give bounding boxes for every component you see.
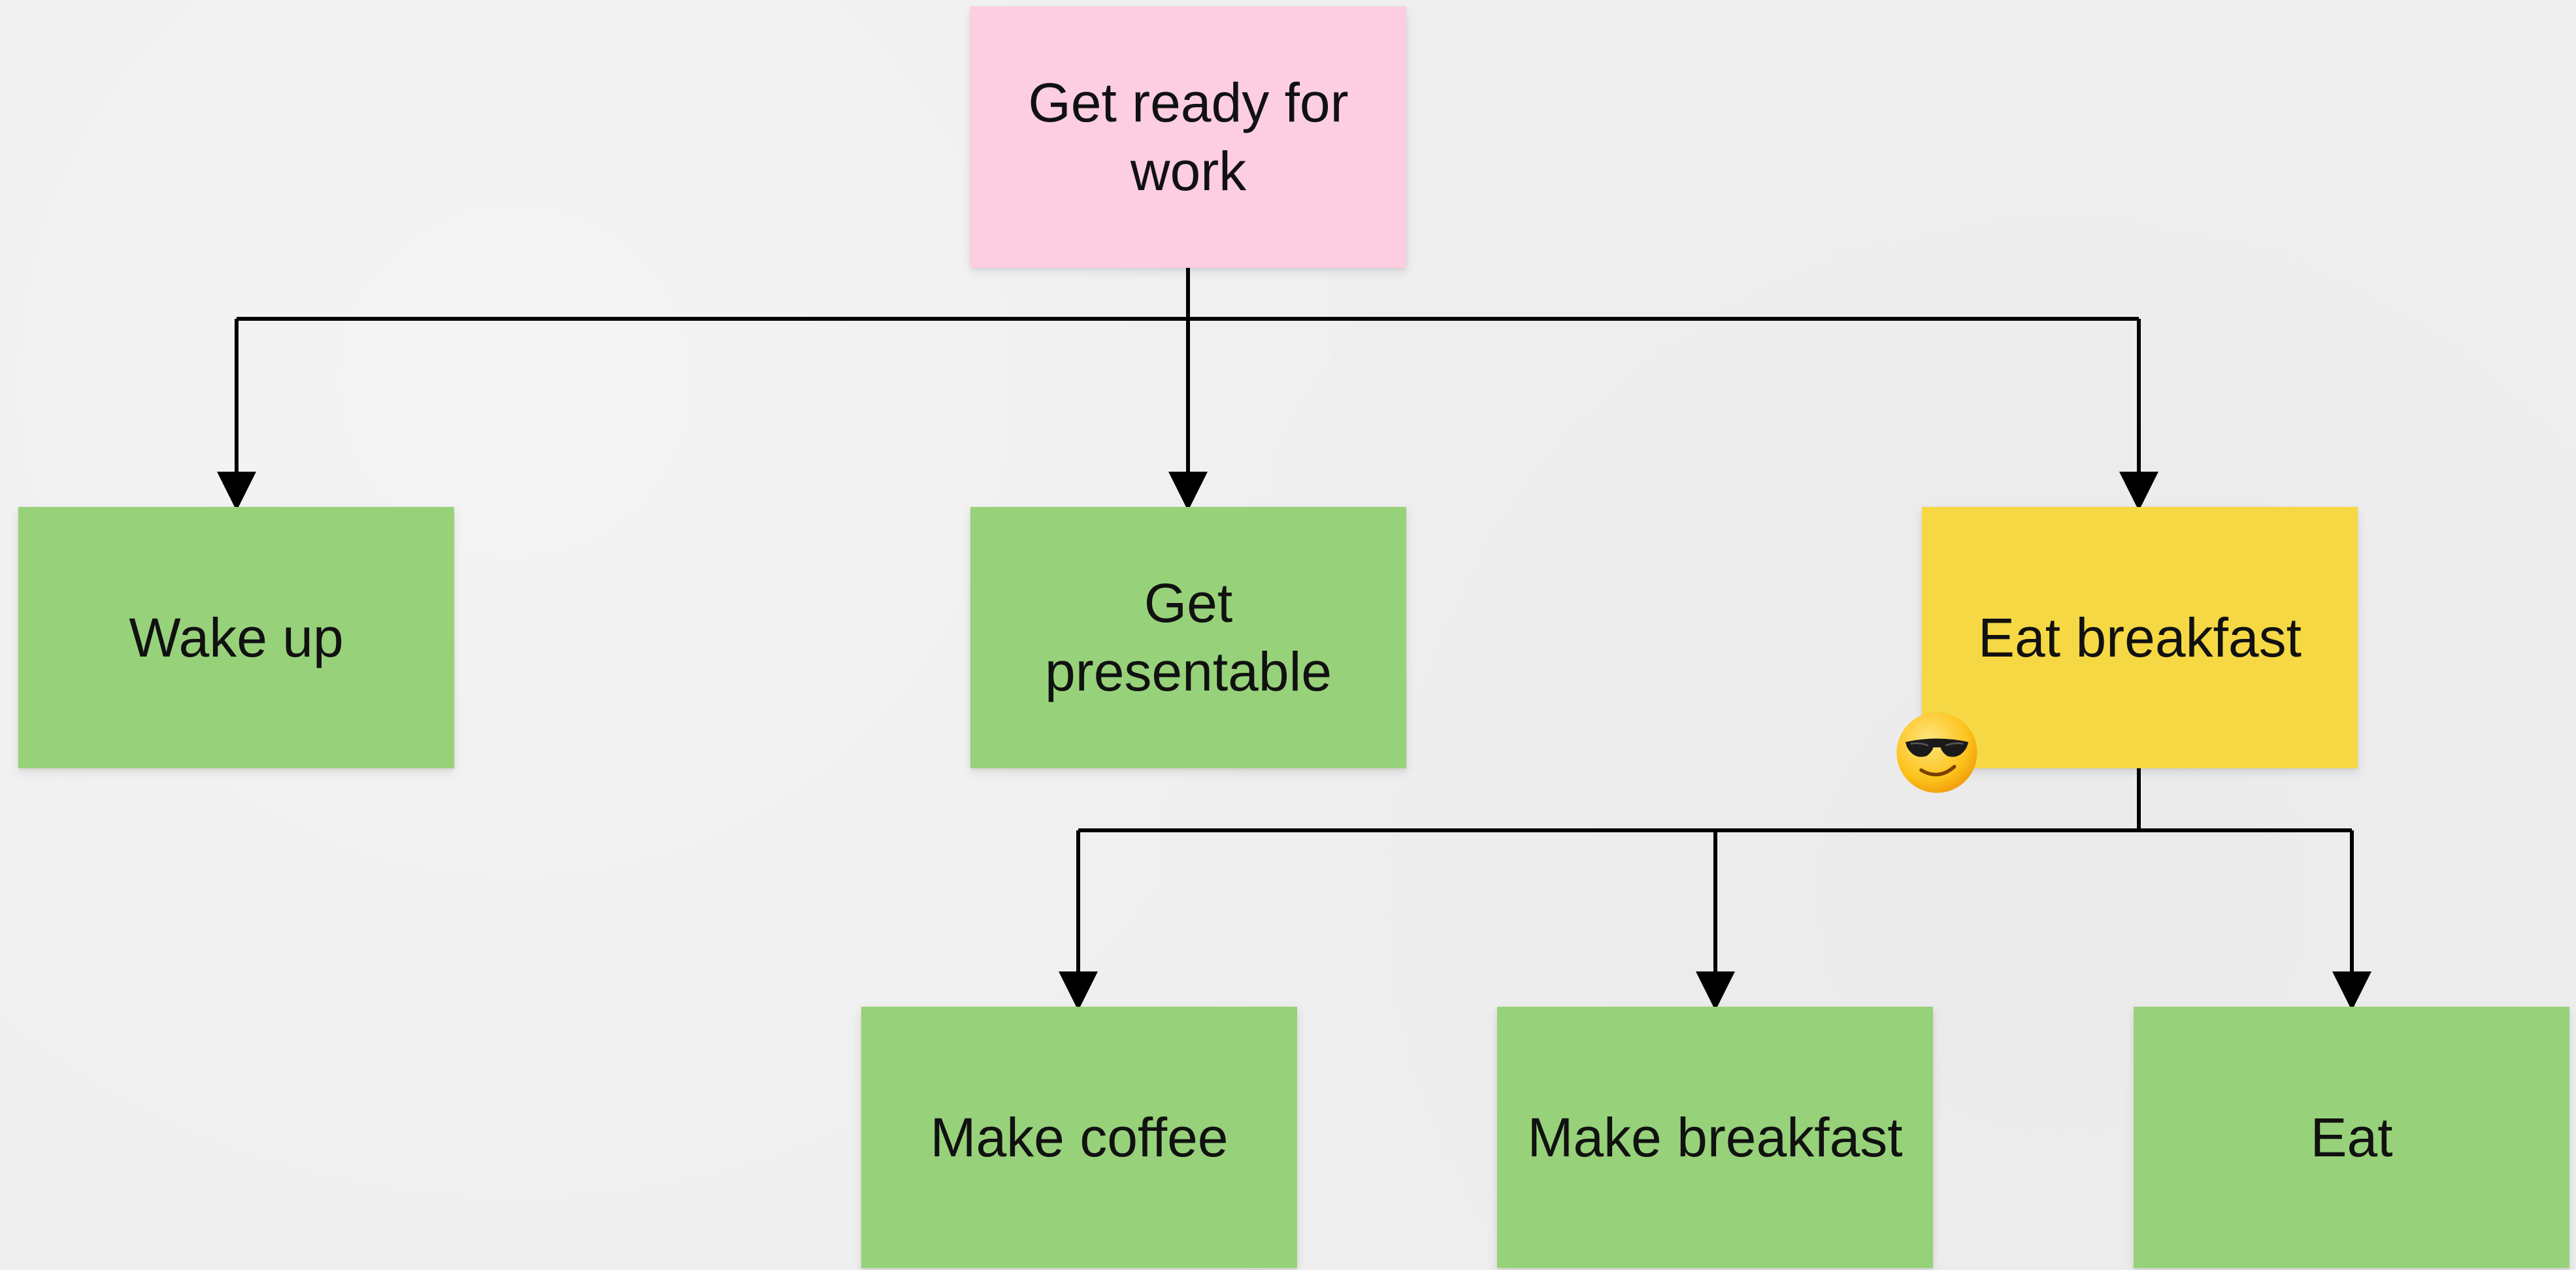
node-label: Eat breakfast — [1978, 606, 2302, 668]
node-label: Wake up — [129, 606, 344, 668]
node-label: Make coffee — [930, 1106, 1229, 1168]
node-eat[interactable]: Eat — [2134, 1007, 2569, 1268]
sunglasses-emoji-icon — [1896, 712, 1977, 793]
node-get-presentable[interactable]: Get presentable — [970, 507, 1406, 768]
node-make-breakfast[interactable]: Make breakfast — [1497, 1007, 1933, 1268]
node-label: Get ready for work — [1028, 72, 1349, 202]
node-label: Make breakfast — [1527, 1106, 1903, 1168]
node-label: Get presentable — [1045, 572, 1332, 702]
node-wake-up[interactable]: Wake up — [18, 507, 454, 768]
node-label: Eat — [2310, 1106, 2393, 1168]
node-make-coffee[interactable]: Make coffee — [861, 1007, 1297, 1268]
node-eat-breakfast[interactable]: Eat breakfast — [1922, 507, 2358, 768]
node-get-ready-for-work[interactable]: Get ready for work — [970, 7, 1406, 268]
